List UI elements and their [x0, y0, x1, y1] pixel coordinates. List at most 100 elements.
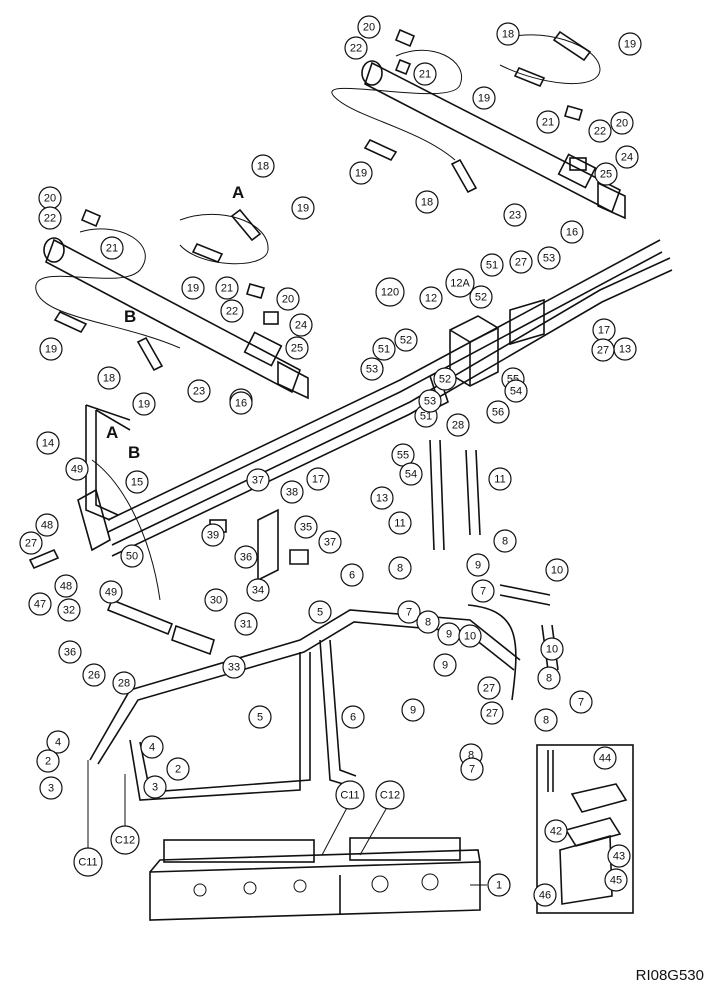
callout-27: 27	[19, 531, 43, 555]
callout-label: 19	[297, 203, 309, 215]
callout-18: 18	[496, 22, 520, 46]
callout-label: 23	[193, 386, 205, 398]
callout-36: 36	[58, 640, 82, 664]
callout-18: 18	[415, 190, 439, 214]
callout-label: 10	[551, 565, 563, 577]
callout-label: 51	[378, 344, 390, 356]
callout-label: 25	[291, 343, 303, 355]
callout-label: 20	[363, 22, 375, 34]
callout-label: 21	[419, 69, 431, 81]
callout-label: 28	[452, 420, 464, 432]
callout-9: 9	[437, 622, 461, 646]
callout-label: 49	[71, 464, 83, 476]
callout-label: 42	[550, 826, 562, 838]
callout-27: 27	[591, 338, 615, 362]
callout-label: 47	[34, 599, 46, 611]
connection-letter-b: B	[124, 307, 136, 326]
callout-label: 12	[425, 293, 437, 305]
callout-label: 13	[619, 344, 631, 356]
callout-label: 6	[350, 712, 356, 724]
callout-label: 38	[286, 487, 298, 499]
callout-36: 36	[234, 545, 258, 569]
callout-43: 43	[607, 844, 631, 868]
callout-27: 27	[509, 250, 533, 274]
callout-label: 18	[421, 197, 433, 209]
callout-3: 3	[39, 776, 63, 800]
callout-label: 4	[149, 742, 155, 754]
callout-22: 22	[588, 119, 612, 143]
callout-12: 12	[419, 286, 443, 310]
callout-label: 16	[235, 398, 247, 410]
hoses-10-11	[429, 439, 559, 701]
callout-label: 7	[469, 764, 475, 776]
callout-label: 22	[594, 126, 606, 138]
callout-label: 120	[381, 287, 399, 299]
callout-34: 34	[246, 578, 270, 602]
callout-label: 55	[397, 450, 409, 462]
callout-label: 52	[475, 292, 487, 304]
callout-22: 22	[38, 206, 62, 230]
callout-label: 9	[442, 660, 448, 672]
callout-48: 48	[35, 513, 59, 537]
callout-49: 49	[65, 457, 89, 481]
callout-label: C12	[115, 835, 135, 847]
callout-label: 34	[252, 585, 264, 597]
callout-label: 19	[478, 93, 490, 105]
callout-38: 38	[280, 480, 304, 504]
callout-label: 19	[45, 344, 57, 356]
callout-label: 18	[502, 29, 514, 41]
callout-label: C12	[380, 790, 400, 802]
callout-48: 48	[54, 574, 78, 598]
callout-8: 8	[493, 529, 517, 553]
cylinder-left	[35, 213, 309, 400]
callout-21: 21	[100, 236, 124, 260]
callout-label: 31	[240, 619, 252, 631]
callout-4: 4	[140, 735, 164, 759]
callout-label: 15	[131, 477, 143, 489]
callout-c12: C12	[110, 825, 140, 855]
manifold-block	[149, 837, 481, 921]
callout-label: 52	[439, 374, 451, 386]
callout-label: 20	[616, 118, 628, 130]
callout-label: 27	[597, 345, 609, 357]
callout-54: 54	[504, 379, 528, 403]
callout-label: 48	[60, 581, 72, 593]
callout-20: 20	[610, 111, 634, 135]
callout-label: 5	[317, 607, 323, 619]
callout-label: 37	[252, 475, 264, 487]
callout-label: 24	[621, 152, 633, 164]
callout-21: 21	[536, 110, 560, 134]
callout-15: 15	[125, 470, 149, 494]
callout-44: 44	[593, 746, 617, 770]
callout-label: 19	[355, 168, 367, 180]
callout-label: 51	[486, 260, 498, 272]
callout-24: 24	[289, 313, 313, 337]
callout-c12: C12	[375, 780, 405, 810]
callout-31: 31	[234, 612, 258, 636]
callout-49: 49	[99, 580, 123, 604]
callout-label: 54	[510, 386, 522, 398]
callout-18: 18	[97, 366, 121, 390]
callout-19: 19	[618, 32, 642, 56]
callout-22: 22	[344, 36, 368, 60]
callout-12a: 12A	[445, 268, 475, 298]
callout-label: 2	[175, 764, 181, 776]
callout-label: 21	[542, 117, 554, 129]
callout-24: 24	[615, 145, 639, 169]
callout-1: 1	[487, 873, 511, 897]
inset-detail	[536, 744, 634, 914]
callout-56: 56	[486, 400, 510, 424]
callout-7: 7	[460, 757, 484, 781]
callout-label: 27	[515, 257, 527, 269]
callout-label: 22	[44, 213, 56, 225]
callout-33: 33	[222, 655, 246, 679]
callout-label: 16	[566, 227, 578, 239]
callout-label: 6	[349, 570, 355, 582]
callout-c11: C11	[73, 847, 103, 877]
callout-label: 52	[400, 335, 412, 347]
callout-28: 28	[112, 671, 136, 695]
callout-label: 8	[468, 750, 474, 762]
callout-37: 37	[318, 530, 342, 554]
callout-9: 9	[401, 698, 425, 722]
callout-label: 22	[350, 43, 362, 55]
